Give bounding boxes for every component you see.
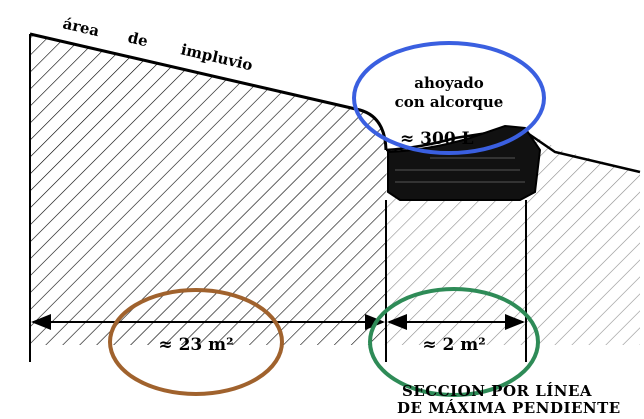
ground-hatching [30,34,386,345]
slope-word-impluvio: impluvio [179,40,254,74]
area-left-label: ≈ 23 m² [158,335,233,355]
slope-surface-line [29,32,388,151]
pit-ellipse-blue [352,41,546,155]
area-right-ellipse-green [368,287,540,397]
pit-texture [395,157,525,183]
volume-label: ≈ 300 L [400,129,474,149]
caption-line1: SECCION POR LÍNEA [402,382,592,400]
caption-line2: DE MÁXIMA PENDIENTE [397,399,621,417]
slope-word-de: de [126,28,150,50]
pit-label-line2: con alcorque [395,93,504,111]
pit-label-line1: ahoyado [414,74,484,92]
area-right-label: ≈ 2 m² [422,335,485,355]
slope-word-area: área [61,14,101,40]
area-left-ellipse-brown [108,288,284,396]
